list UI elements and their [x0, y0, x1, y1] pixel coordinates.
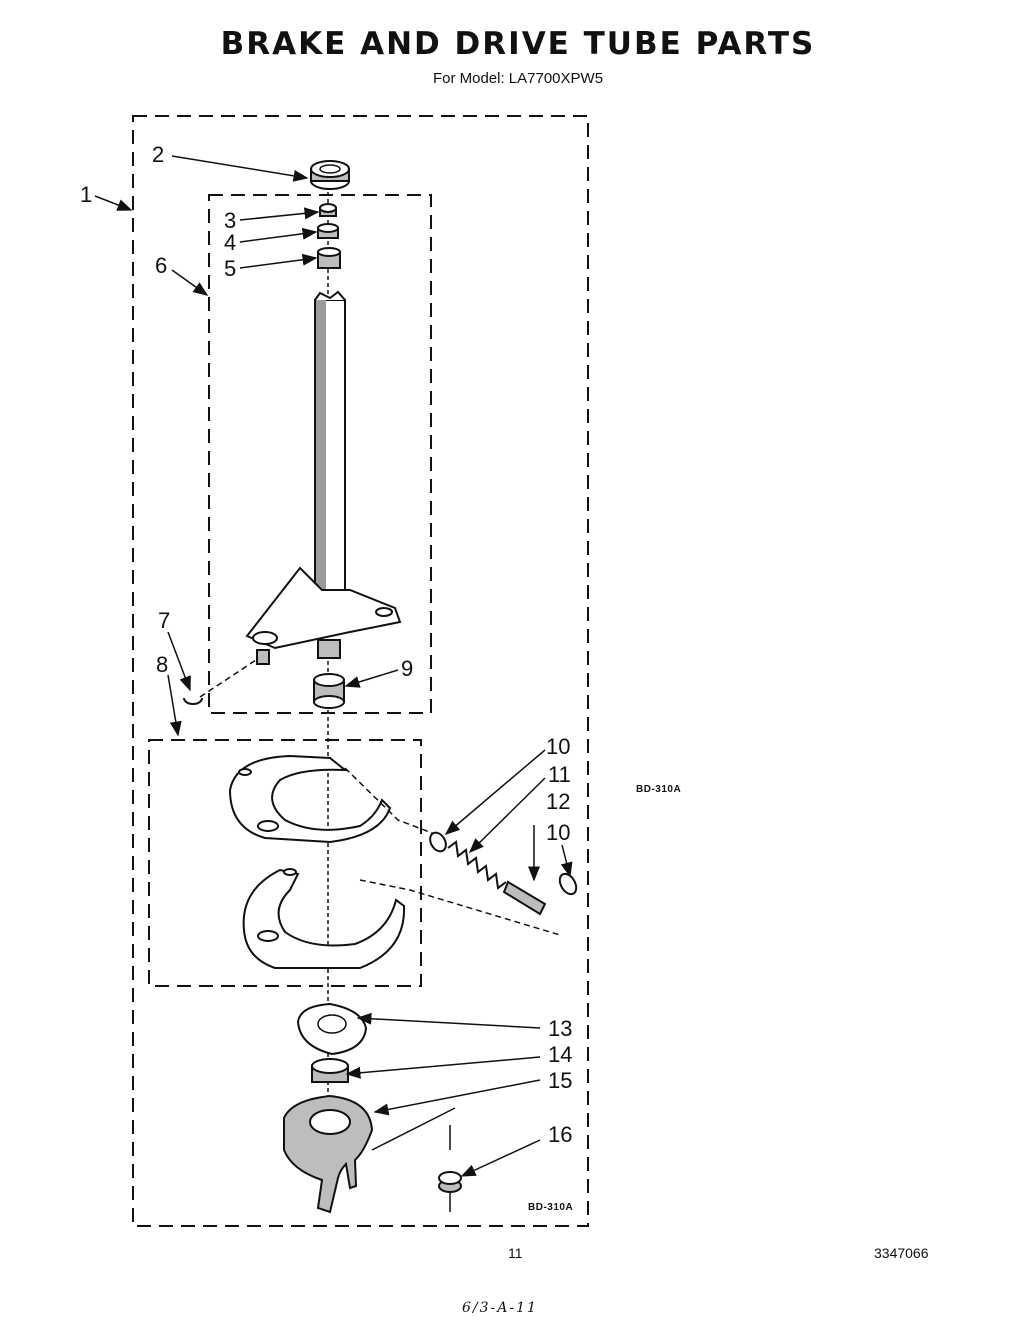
callout-1: 1 — [80, 182, 92, 207]
document-number: 3347066 — [874, 1245, 929, 1261]
callout-2: 2 — [152, 142, 164, 167]
callout-7: 7 — [158, 608, 170, 633]
handwritten-note: 6/3-A-11 — [462, 1300, 538, 1316]
callout-11: 11 — [548, 762, 571, 787]
callout-9: 9 — [401, 656, 413, 681]
callout-6: 6 — [155, 253, 167, 278]
part-16-nut — [438, 1171, 462, 1193]
part-3-washer — [319, 203, 337, 217]
diagram-reference-inner: BD-310A — [528, 1202, 574, 1213]
page-title: BRAKE AND DRIVE TUBE PARTS — [220, 26, 816, 62]
part-12-pin — [502, 880, 547, 916]
assembly-1-outline — [132, 115, 589, 1227]
callout-15: 15 — [548, 1068, 572, 1093]
part-10-washer-right — [558, 872, 578, 896]
brake-plate — [245, 566, 402, 665]
upper-brake-shoe — [228, 754, 392, 844]
callout-16: 16 — [548, 1122, 572, 1147]
part-9-bearing — [313, 673, 345, 709]
part-10-washer-left — [429, 831, 447, 853]
lower-brake-shoe — [242, 868, 406, 969]
callout-10a: 10 — [546, 734, 570, 759]
callout-13: 13 — [548, 1016, 572, 1041]
callout-5: 5 — [224, 256, 236, 281]
drive-tube — [313, 290, 347, 607]
part-14-ring — [311, 1058, 349, 1083]
model-subtitle: For Model: LA7700XPW5 — [432, 70, 604, 87]
part-4-ring — [317, 223, 339, 239]
part-15-housing — [283, 1094, 374, 1214]
part-5-bushing — [317, 247, 341, 269]
callout-3: 3 — [224, 208, 236, 233]
diagram-reference-side: BD-310A — [636, 784, 682, 795]
part-2-seal — [310, 160, 350, 190]
part-11-spring — [447, 840, 507, 890]
callout-14: 14 — [548, 1042, 572, 1067]
callout-12: 12 — [546, 789, 570, 814]
page-number: 11 — [508, 1245, 523, 1261]
assembly-8-outline — [148, 739, 422, 987]
callout-8: 8 — [156, 652, 168, 677]
callout-10b: 10 — [546, 820, 570, 845]
part-7-clip — [183, 697, 203, 705]
part-13-gasket — [296, 1002, 368, 1056]
callout-4: 4 — [224, 230, 236, 255]
assembly-6-outline — [208, 194, 432, 714]
